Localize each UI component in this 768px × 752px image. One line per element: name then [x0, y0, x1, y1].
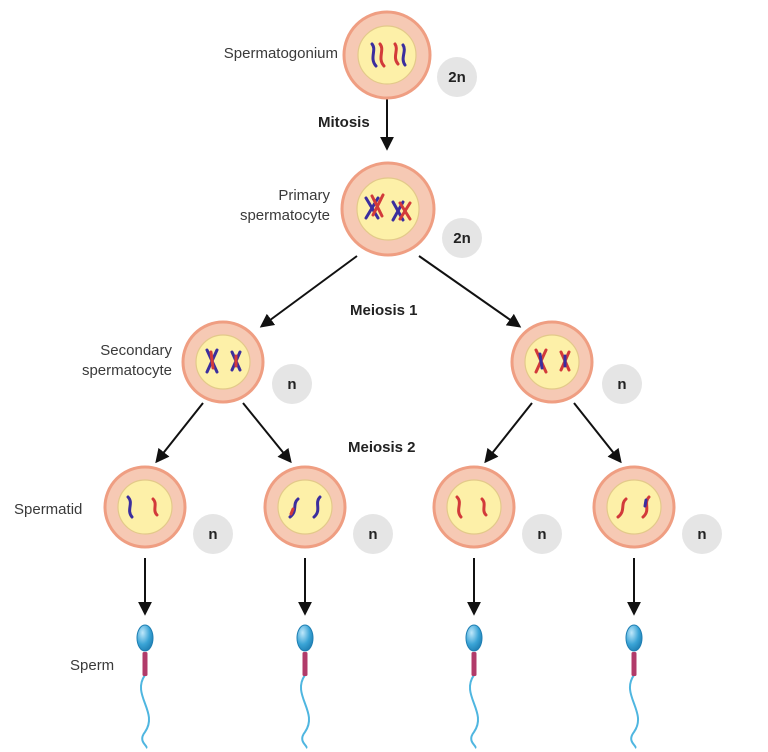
label-spermatid: Spermatid [14, 501, 83, 518]
ploidy-badge-primary: 2n [442, 218, 482, 258]
chromosomes [364, 193, 412, 222]
ploidy-badge-spermatid-4: n [682, 514, 722, 554]
chromosomes [370, 42, 407, 68]
label-primary-spermatocyte: Primary spermatocyte [190, 186, 330, 226]
cell-secondary-spermatocyte-right [510, 320, 594, 404]
label-primary-line1: Primary [278, 187, 330, 204]
cell-spermatid-1 [103, 465, 187, 549]
label-secondary-spermatocyte: Secondary spermatocyte [40, 341, 172, 381]
arrow-meiosis1-right [418, 255, 522, 328]
ploidy-badge-spermatogonium: 2n [437, 57, 477, 97]
arrow-meiosis1-left [259, 255, 358, 328]
arrows [138, 99, 641, 616]
ploidy-badge-spermatid-1: n [193, 514, 233, 554]
cell-primary-spermatocyte [340, 161, 436, 257]
stage-mitosis: Mitosis [318, 114, 370, 131]
sperm-3 [465, 624, 483, 749]
arrow-meiosis2-4 [573, 402, 622, 464]
chromosomes [288, 495, 322, 519]
cell-spermatogonium [342, 10, 432, 100]
sperm-1 [136, 624, 154, 749]
arrow-meiosis2-1 [155, 402, 204, 464]
label-secondary-line2: spermatocyte [81, 362, 172, 379]
stage-meiosis-2: Meiosis 2 [348, 439, 416, 456]
ploidy-badge-spermatid-3: n [522, 514, 562, 554]
arrow-meiosis2-3 [484, 402, 533, 464]
label-secondary-line1: Secondary [100, 342, 172, 359]
ploidy-badge-spermatid-2: n [353, 514, 393, 554]
label-sperm: Sperm [70, 657, 115, 674]
chromosomes [534, 348, 571, 374]
ploidy-badge-secondary-left: n [272, 364, 312, 404]
cell-spermatid-4 [592, 465, 676, 549]
chromosomes [616, 495, 651, 519]
label-spermatogonium: Spermatogonium [223, 45, 338, 62]
ploidy-badge-secondary-right: n [602, 364, 642, 404]
label-primary-line2: spermatocyte [239, 207, 330, 224]
chromosomes [455, 495, 488, 519]
arrow-meiosis2-2 [242, 402, 292, 464]
cell-spermatid-3 [432, 465, 516, 549]
chromosomes [205, 348, 242, 374]
cell-secondary-spermatocyte-left [181, 320, 265, 404]
chromosomes [126, 495, 159, 519]
sperm-4 [625, 624, 643, 749]
cell-spermatid-2 [263, 465, 347, 549]
stage-meiosis-1: Meiosis 1 [350, 302, 418, 319]
sperm-2 [296, 624, 314, 749]
